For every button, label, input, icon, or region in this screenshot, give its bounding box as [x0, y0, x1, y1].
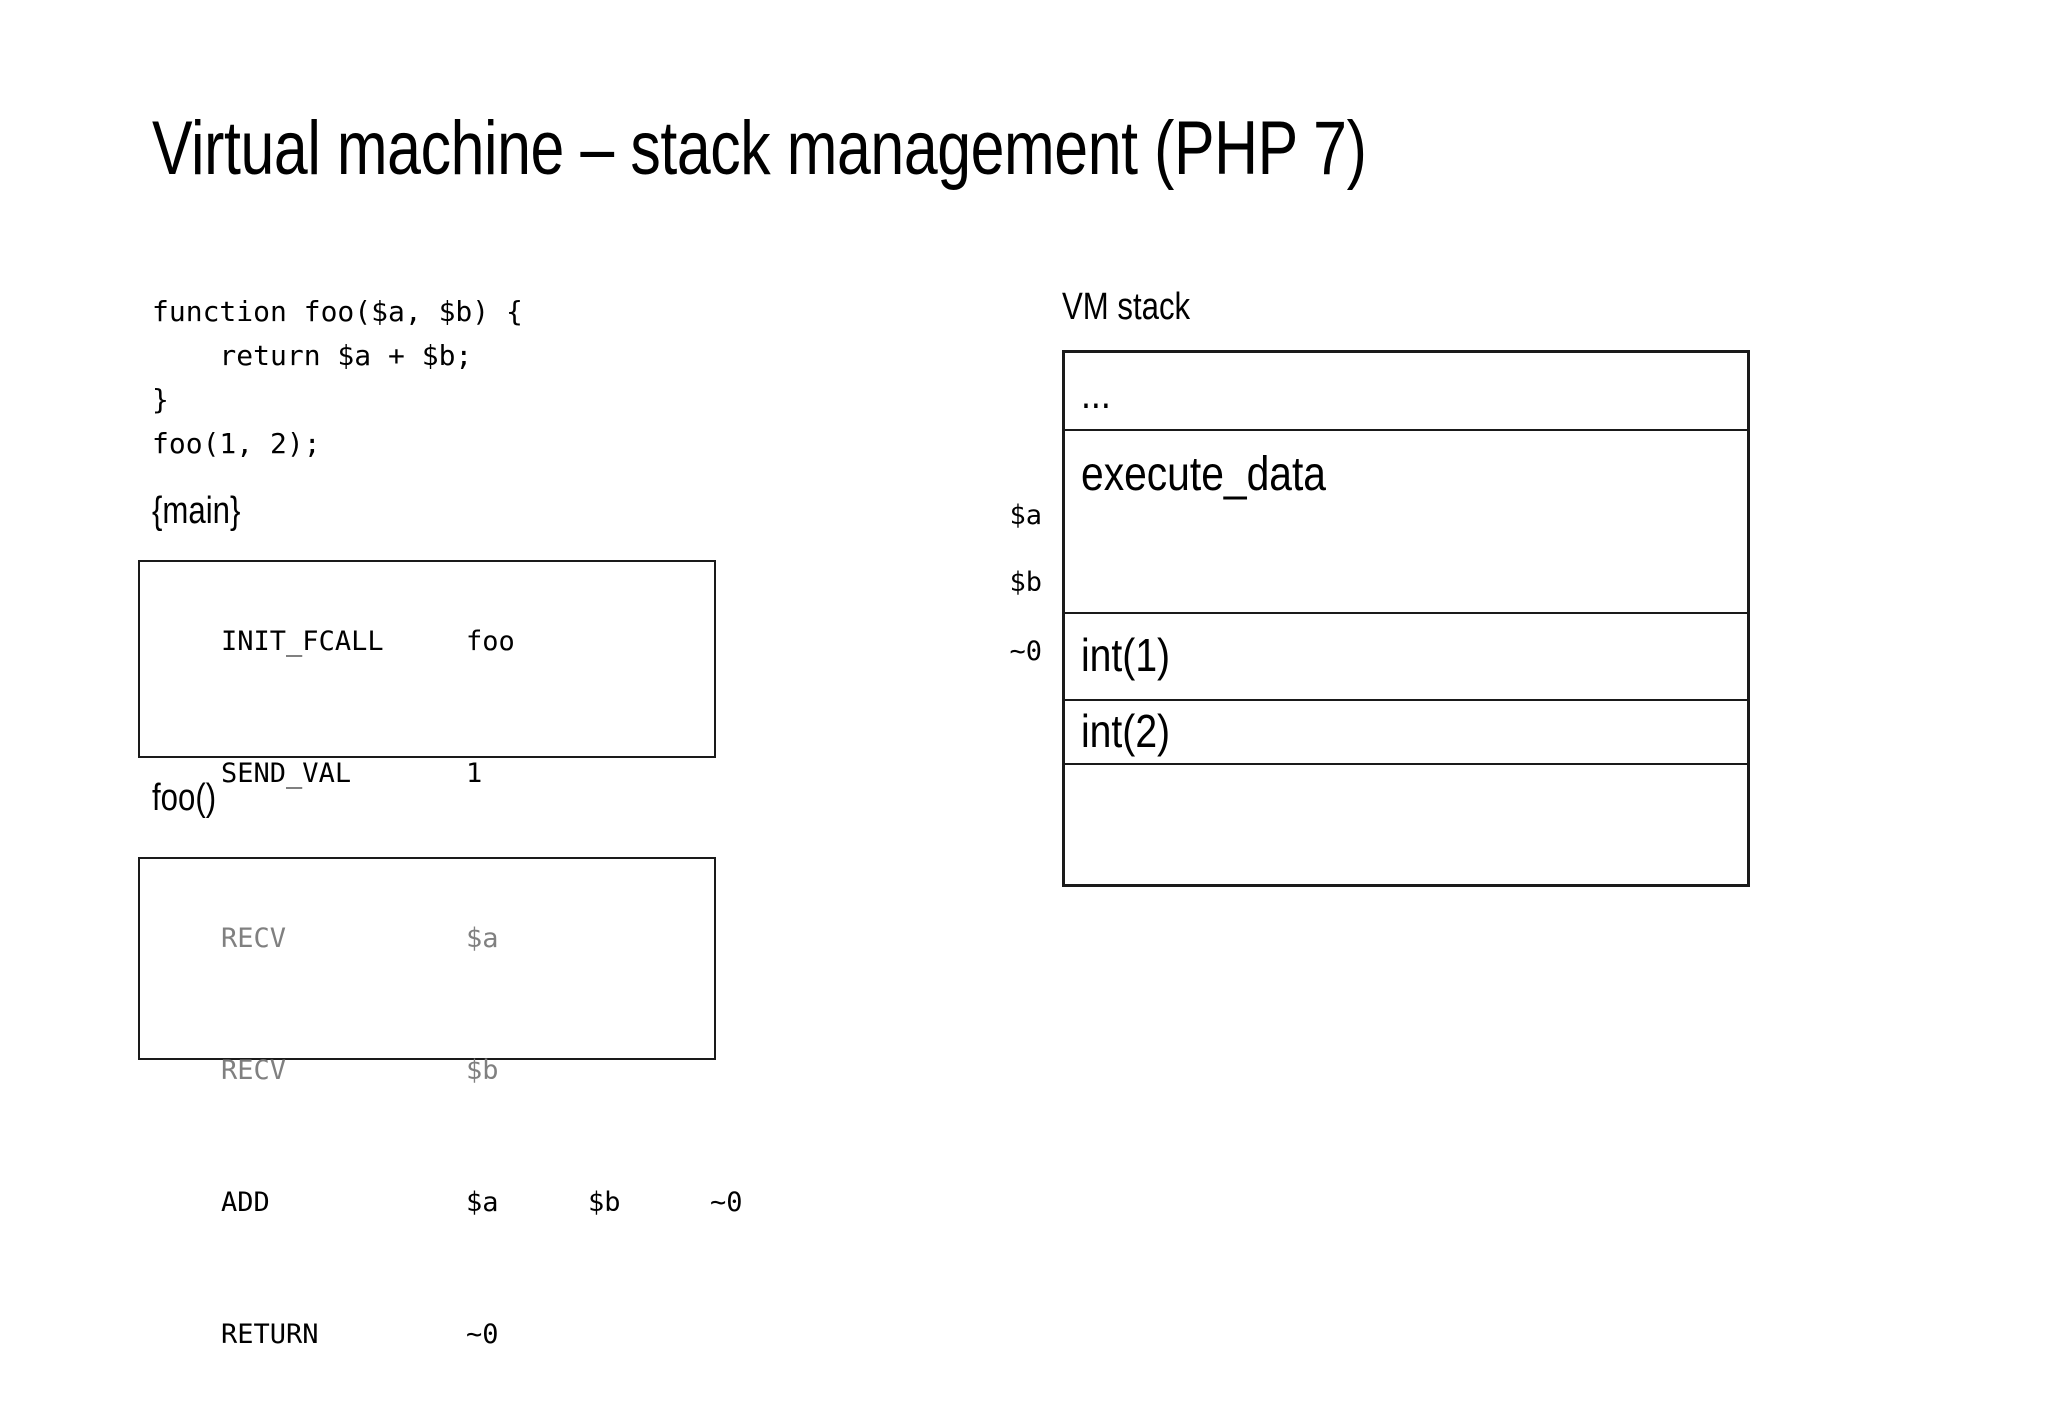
foo-section-caption: foo() [152, 777, 217, 819]
vm-stack-cell-value: int(2) [1081, 705, 1171, 757]
vm-stack-cell-t0 [1065, 765, 1747, 882]
opcode-name: RECV [221, 1055, 287, 1086]
opcode-op1: $b [466, 1055, 499, 1086]
opcode-name: INIT_FCALL [221, 626, 384, 657]
vm-stack-cell-value: execute_data [1081, 448, 1326, 501]
opcode-op1: $a [466, 923, 499, 954]
vm-stack-cell-value: int(1) [1081, 629, 1171, 681]
opcode-name: RETURN [221, 1319, 319, 1350]
opcode-op1: $a [466, 1187, 499, 1218]
foo-opcode-table: RECV $a RECV $b ADD $a $b ~0 RETURN ~0 [138, 857, 743, 1350]
opcode-row: INIT_FCALL foo [156, 576, 714, 708]
vm-stack-slot-labels: $a $b ~0 [922, 350, 1042, 887]
main-section-caption: {main} [152, 490, 241, 532]
opcode-op1: ~0 [466, 1319, 499, 1350]
opcode-name: SEND_VAL [221, 758, 352, 789]
vm-stack-cell-a: int(1) [1065, 614, 1747, 701]
vm-stack-cell-execute-data: execute_data [1065, 431, 1747, 614]
php-source-code: function foo($a, $b) { return $a + $b; }… [152, 295, 523, 460]
vm-stack-cell-value: ... [1081, 370, 1111, 417]
opcode-name: ADD [221, 1187, 270, 1218]
opcode-row-dimmed: RECV $a [156, 873, 714, 1005]
opcode-result: ~0 [710, 1187, 743, 1218]
vm-stack-cell-ellipsis: ... [1065, 353, 1747, 431]
opcode-row: ADD $a $b ~0 [156, 1137, 743, 1269]
slot-label-t0: ~0 [1009, 636, 1042, 667]
page-title: Virtual machine – stack management (PHP … [152, 106, 1367, 191]
vm-stack-caption: VM stack [1062, 286, 1191, 328]
opcode-row: RETURN ~0 [156, 1269, 714, 1401]
opcode-row-dimmed: RECV $b [156, 1005, 714, 1137]
opcode-op1: 1 [466, 758, 483, 789]
opcode-row: SEND_VAL 1 [156, 708, 714, 840]
opcode-op2: $b [588, 1187, 621, 1218]
slot-label-a: $a [1009, 500, 1042, 531]
slot-label-b: $b [1009, 567, 1042, 598]
opcode-op1: foo [466, 626, 515, 657]
vm-stack-diagram: ... execute_data int(1) int(2) [1062, 350, 1750, 887]
vm-stack-cell-b: int(2) [1065, 701, 1747, 765]
opcode-name: RECV [221, 923, 287, 954]
